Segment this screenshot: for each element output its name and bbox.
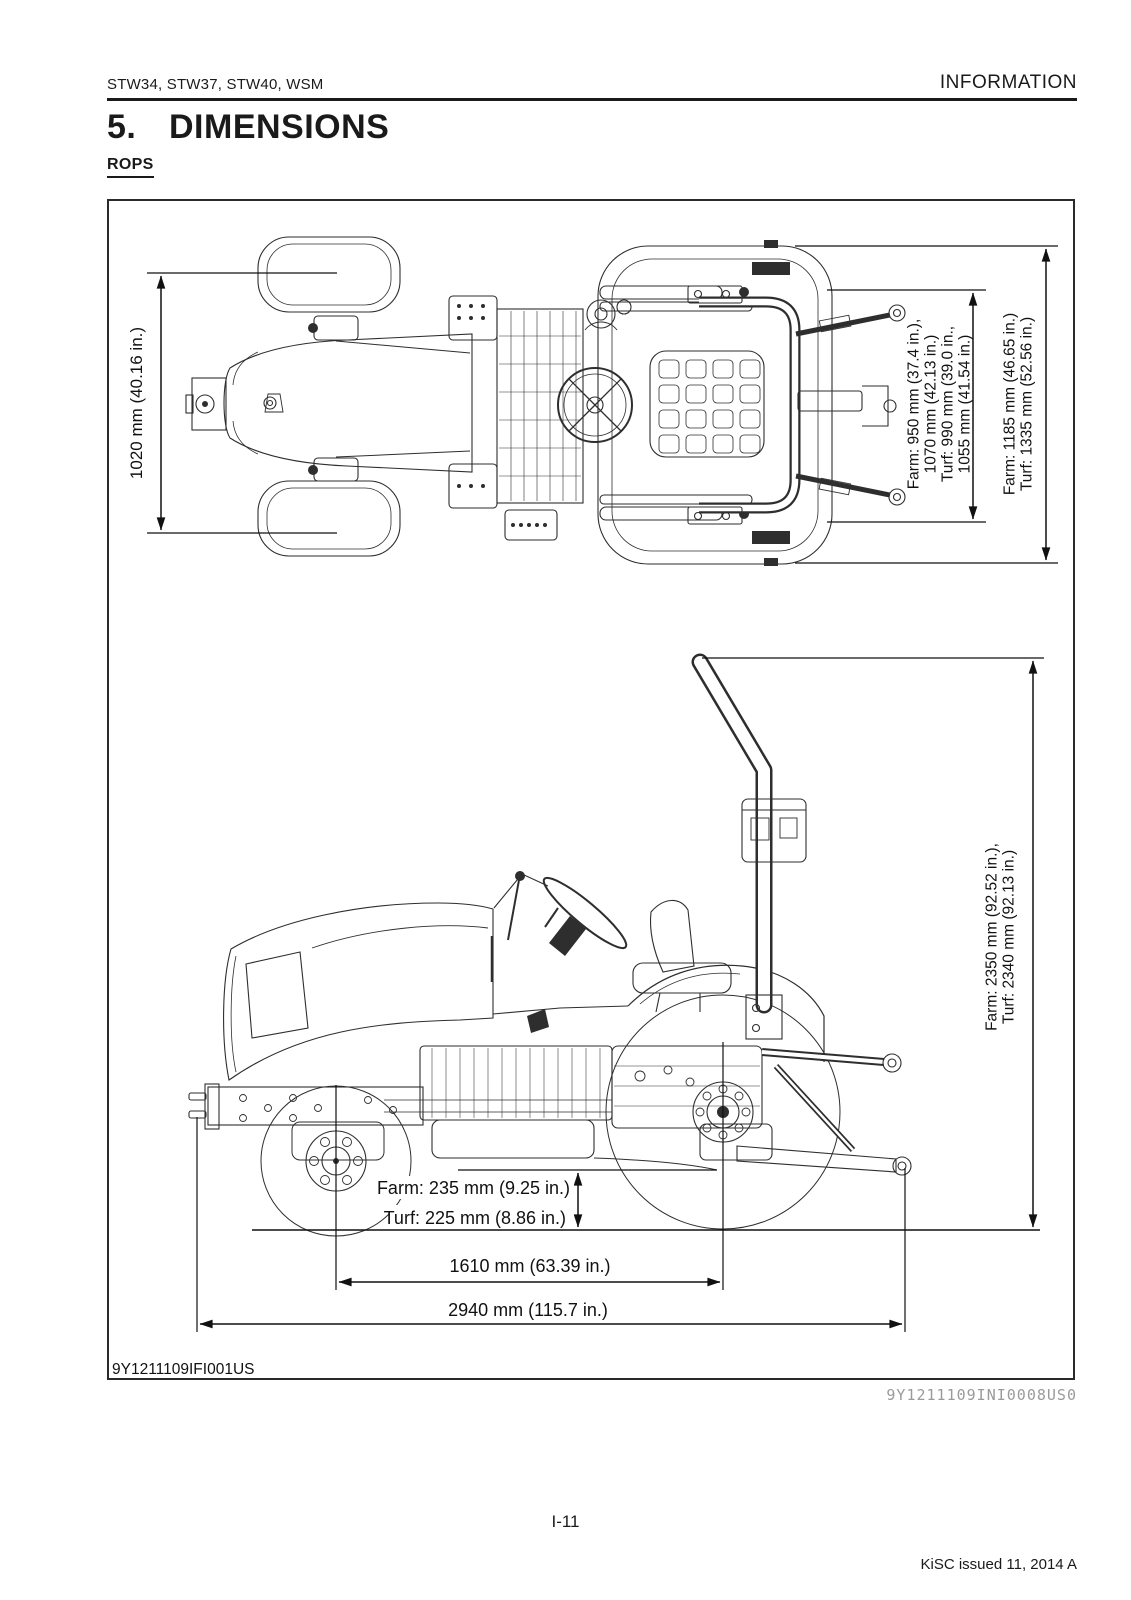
section-number: 5. xyxy=(107,108,137,146)
front-tread-label: 1020 mm (40.16 in.) xyxy=(127,327,146,479)
ground-clearance-label-line1: Farm: 235 mm (9.25 in.) xyxy=(377,1178,570,1198)
rear-tread-label-line2: 1070 mm (42.13 in.) xyxy=(922,335,939,474)
tractor-side-view-drawing xyxy=(188,653,1040,1237)
overall-height-label-line1: Farm: 2350 mm (92.52 in.), xyxy=(983,843,1000,1031)
section-title: DIMENSIONS xyxy=(169,108,390,146)
dimensions-figure: 1020 mm (40.16 in.) Farm: 950 mm (37.4 i… xyxy=(107,199,1075,1380)
issue-note: KiSC issued 11, 2014 A xyxy=(920,1556,1078,1573)
rops-dimension-diagram: 1020 mm (40.16 in.) Farm: 950 mm (37.4 i… xyxy=(112,236,1058,1378)
ground-clearance-label-line2: Turf: 225 mm (8.86 in.) xyxy=(384,1208,566,1228)
page-number: I-11 xyxy=(551,1512,580,1531)
hitch-top xyxy=(795,304,906,506)
overall-width-label-line2: Turf: 1335 mm (52.56 in.) xyxy=(1018,317,1035,491)
header-section: INFORMATION xyxy=(939,72,1077,93)
rear-tread-label-line4: 1055 mm (41.54 in.) xyxy=(956,335,973,474)
wheelbase-label: 1610 mm (63.39 in.) xyxy=(449,1256,610,1276)
dimension-lines xyxy=(147,245,1058,1332)
overall-width-label-line1: Farm: 1185 mm (46.65 in.) xyxy=(1001,313,1018,495)
overall-length-label: 2940 mm (115.7 in.) xyxy=(448,1300,608,1320)
figure-caption-code: 9Y1211109IFI001US xyxy=(112,1361,254,1378)
rear-tread-label-line1: Farm: 950 mm (37.4 in.), xyxy=(905,319,922,490)
header-model-codes: STW34, STW37, STW40, WSM xyxy=(107,76,324,93)
rops-hoop-top xyxy=(687,285,801,525)
hitch-side xyxy=(736,1048,912,1176)
rops-bar-side xyxy=(691,653,807,1040)
dimension-labels: 1020 mm (40.16 in.) Farm: 950 mm (37.4 i… xyxy=(112,313,1035,1378)
rear-tread-label-line3: Turf: 990 mm (39.0 in., xyxy=(939,326,956,482)
figure-reference-code: 9Y1211109INI0008US0 xyxy=(886,1386,1077,1404)
subheading-rops: ROPS xyxy=(107,156,154,178)
page-title: 5. DIMENSIONS xyxy=(107,108,389,147)
overall-height-label-line2: Turf: 2340 mm (92.13 in.) xyxy=(1000,850,1017,1024)
tractor-top-view-drawing xyxy=(185,236,906,566)
header-rule xyxy=(107,98,1077,101)
